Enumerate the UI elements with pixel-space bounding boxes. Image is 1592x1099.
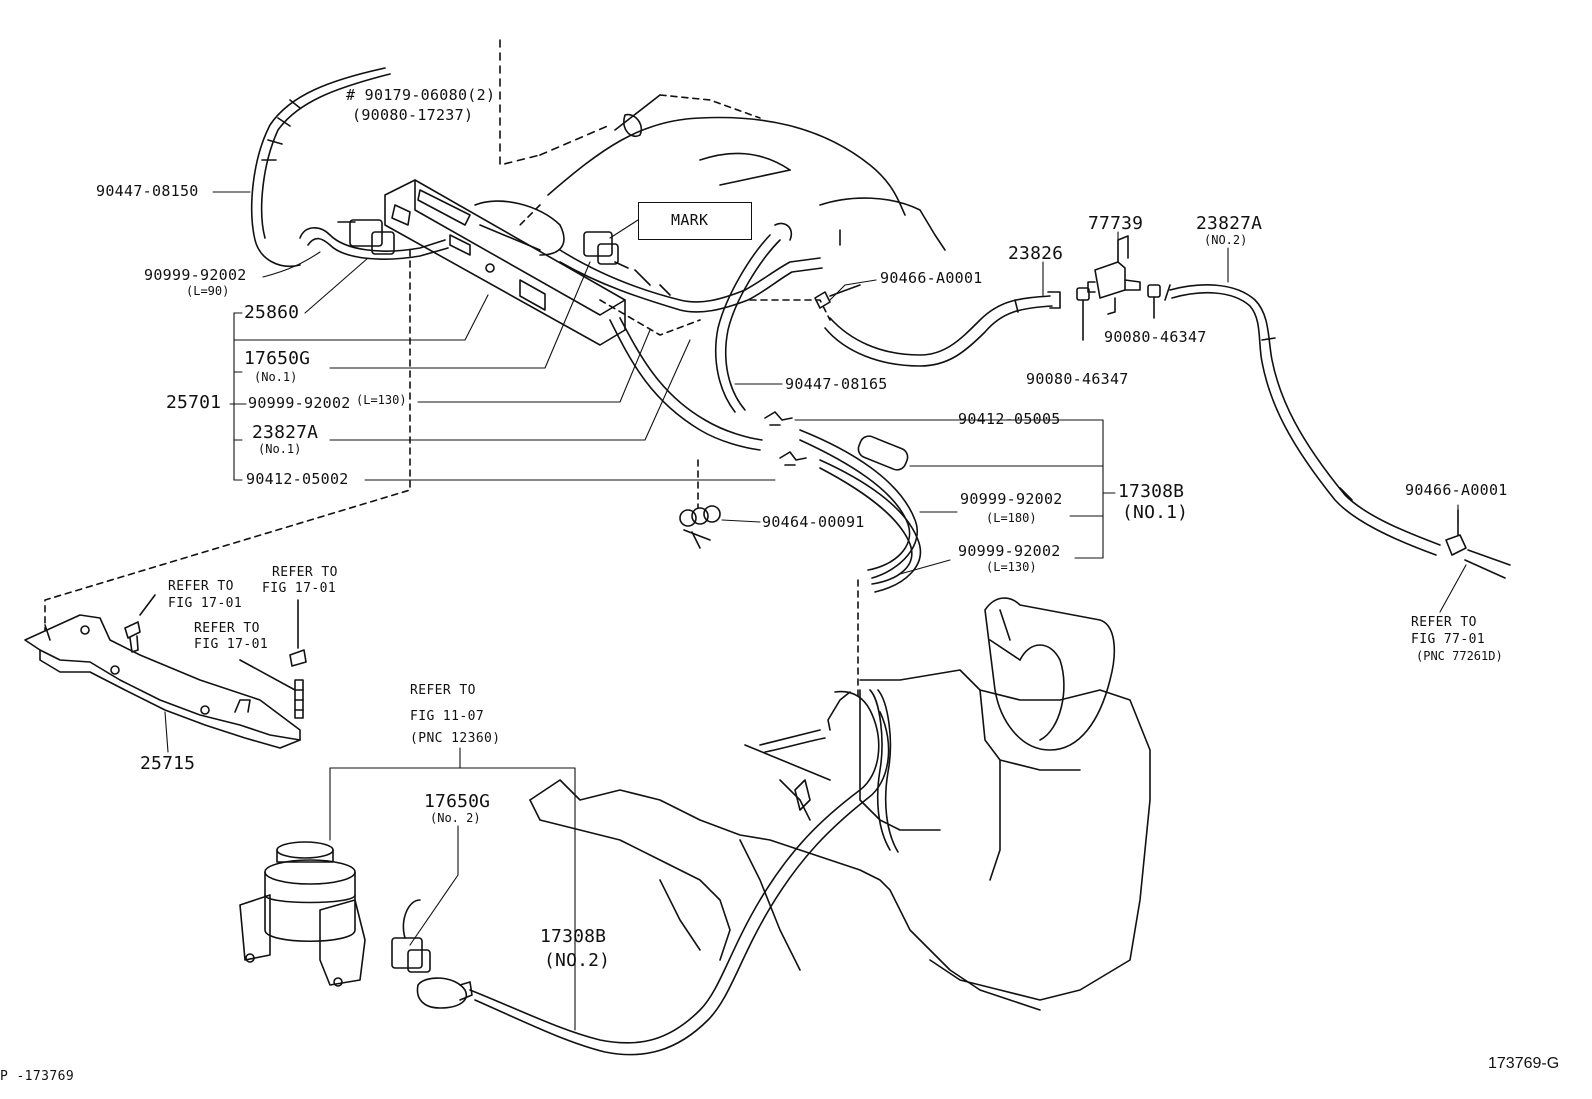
- callout-bolt-90179: # 90179-06080(2): [346, 86, 496, 104]
- clamp-90466-a0001-top: [814, 284, 861, 309]
- callout-part-23827a-no2: 23827A: [1196, 213, 1263, 234]
- hose-23826: [824, 291, 1061, 367]
- bolt-refer-17-01: [124, 594, 156, 653]
- callout-clip-90080-46347-left: 90080-46347: [1026, 370, 1129, 388]
- callout-part-23826: 23826: [1008, 243, 1064, 264]
- callout-part-23827a-no2-sub: (NO.2): [1204, 233, 1248, 247]
- ref-fig-77-01-line3: (PNC 77261D): [1416, 649, 1503, 663]
- clamp-90466-a0001-right: [1445, 509, 1511, 579]
- footer-figure-code: 173769-G: [1488, 1055, 1560, 1072]
- callout-hose-90999-92002-l90: 90999-92002: [144, 266, 247, 284]
- callout-hose-90999-92002-l130b: 90999-92002: [958, 542, 1061, 560]
- leader-lines: [164, 191, 1467, 1031]
- stud-refer-17-01: [239, 659, 304, 719]
- hose-17308b-no1: [799, 429, 922, 593]
- callout-clip-90412-05005: 90412-05005: [958, 410, 1061, 428]
- hose-90999-92002-l90: [299, 227, 449, 260]
- callout-clamp-90464-00091: 90464-00091: [762, 513, 865, 531]
- ref-fig-11-07-line2: FIG 11-07: [410, 709, 485, 724]
- callout-hose-l180-length: (L=180): [986, 511, 1037, 525]
- engine-mount: [239, 841, 366, 987]
- ref-fig-77-01-line2: FIG 77-01: [1411, 632, 1486, 647]
- ref-stud-fig-17-01-line1: REFER TO: [194, 621, 260, 636]
- valve-25860: [337, 219, 395, 255]
- connector-90412-05002: [779, 451, 807, 466]
- callout-clamp-90466-a0001-right: 90466-A0001: [1405, 481, 1508, 499]
- mark-label: MARK: [671, 211, 709, 229]
- hose-90447-08165: [715, 234, 781, 413]
- intake-manifold-outline: [499, 39, 946, 336]
- footer-illustration-code: P -173769: [0, 1069, 75, 1084]
- callout-part-17650g-no2: 17650G: [424, 791, 491, 812]
- callout-part-23827a-no1-sub: (No.1): [258, 442, 302, 456]
- guide-lines: [44, 249, 859, 701]
- hose-23827a-no2: [1164, 284, 1441, 556]
- callout-part-17308b-no1: 17308B: [1118, 481, 1185, 502]
- callout-hose-90447-08150: 90447-08150: [96, 182, 199, 200]
- callout-part-17650g-no2-sub: (No. 2): [430, 811, 481, 825]
- ref-nut-fig-17-01-line1: REFER TO: [272, 565, 338, 580]
- ref-fig-11-07-line1: REFER TO: [410, 683, 476, 698]
- callout-part-17308b-no2-sub: (NO.2): [544, 950, 611, 971]
- callout-clamp-90466-a0001-top: 90466-A0001: [880, 269, 983, 287]
- callout-hose-90447-08165: 90447-08165: [785, 375, 888, 393]
- valve-77739: [1087, 235, 1141, 315]
- callout-part-25701: 25701: [166, 392, 222, 413]
- nut-refer-17-01: [289, 599, 307, 667]
- ref-bolt-fig-17-01-line1: REFER TO: [168, 579, 234, 594]
- callout-part-25715: 25715: [140, 753, 196, 774]
- bracket-25701: [384, 179, 626, 346]
- callout-part-25860: 25860: [244, 302, 300, 323]
- hose-90447-08150: [250, 67, 391, 267]
- air-duct: [984, 597, 1116, 751]
- callout-clip-90412-05002: 90412-05002: [246, 470, 349, 488]
- pipe-23827a-no1: [559, 249, 823, 313]
- callout-hose-90999-92002-l180: 90999-92002: [960, 490, 1063, 508]
- bracket-25715: [24, 614, 301, 749]
- callout-part-17650g-no1-sub: (No.1): [254, 370, 298, 384]
- lower-engine-outline: [529, 669, 1151, 1011]
- callout-hose-l130b-length: (L=130): [986, 560, 1037, 574]
- hose-90999-92002-l130: [609, 317, 763, 451]
- callout-part-23827a-no1: 23827A: [252, 422, 319, 443]
- ref-stud-fig-17-01-line2: FIG 17-01: [194, 637, 269, 652]
- valve-17650g-no1: [583, 231, 629, 269]
- ref-fig-77-01-line1: REFER TO: [1411, 615, 1477, 630]
- callout-bolt-90179-alt: (90080-17237): [352, 106, 474, 124]
- callout-part-77739: 77739: [1088, 213, 1144, 234]
- callout-hose-l130-length: (L=130): [356, 393, 407, 407]
- callout-part-17650g-no1: 17650G: [244, 348, 311, 369]
- ref-fig-11-07-line3: (PNC 12360): [410, 731, 501, 746]
- ref-nut-fig-17-01-line2: FIG 17-01: [262, 581, 337, 596]
- callout-part-17308b-no2: 17308B: [540, 926, 607, 947]
- callout-hose-l90-length: (L=90): [186, 284, 230, 298]
- clip-90080-46347-pair: [1076, 284, 1161, 341]
- callout-clip-90080-46347-right: 90080-46347: [1104, 328, 1207, 346]
- valve-17650g-no2: [391, 899, 473, 1009]
- callout-part-17308b-no1-sub: (NO.1): [1122, 502, 1189, 523]
- mark-callout-box: MARK: [638, 202, 752, 240]
- ref-bolt-fig-17-01-line2: FIG 17-01: [168, 596, 243, 611]
- connector-90412-05005: [764, 411, 793, 426]
- callout-hose-90999-92002-l130: 90999-92002: [248, 394, 351, 412]
- clamp-90464-00091: [679, 505, 721, 549]
- hose-17308b-no2: [469, 689, 899, 1056]
